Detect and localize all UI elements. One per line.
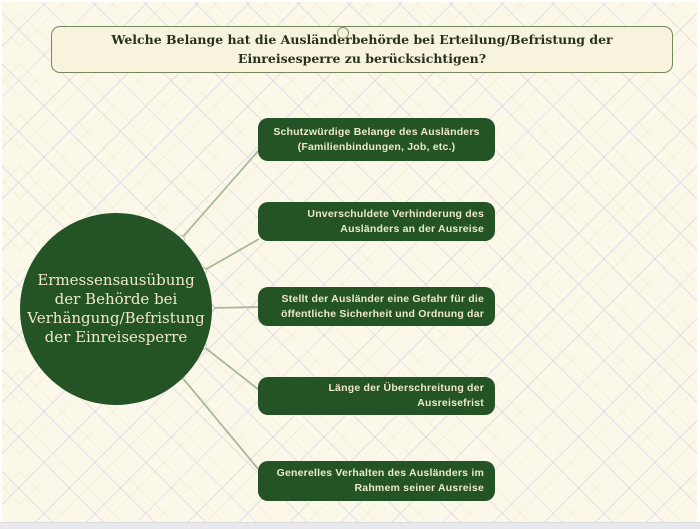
node-text-line: Generelles Verhalten des Ausländers im	[276, 467, 484, 480]
node-text-line: öffentliche Sicherheit und Ordnung dar	[280, 307, 484, 320]
node-text-line: Ausländers an der Ausreise	[340, 222, 484, 235]
diagram-node-gefahr-sicherheit-ordnung[interactable]: Stellt der Ausländer eine Gefahr für die…	[258, 287, 495, 326]
window-bottom-edge	[0, 522, 700, 529]
node-text-line: Unverschuldete Verhinderung des	[307, 207, 484, 220]
center-node-text-line: der Einreisesperre	[44, 327, 188, 346]
diagram-center-node-ermessensausuebung[interactable]: Ermessensausübung der Behörde bei Verhän…	[20, 213, 212, 405]
center-node-text-line: Ermessensausübung	[37, 271, 195, 290]
node-text-line: Ausreisefrist	[417, 397, 484, 409]
question-banner[interactable]: Welche Belange hat die Ausländerbehörde …	[51, 26, 673, 73]
whiteboard-canvas	[2, 2, 697, 523]
center-node-text-line: Verhängung/Befristung	[27, 309, 205, 327]
diagram-node-generelles-verhalten[interactable]: Generelles Verhalten des Ausländers im R…	[258, 461, 495, 501]
node-text-line: Länge der Überschreitung der	[328, 382, 484, 395]
node-text-line: Schutzwürdige Belange des Ausländers	[273, 125, 480, 138]
center-node-text-line: der Behörde bei	[54, 290, 178, 309]
node-text-line: (Familienbindungen, Job, etc.)	[297, 140, 456, 153]
node-text-line: Stellt der Ausländer eine Gefahr für die	[281, 292, 484, 305]
diagram-node-laenge-ueberschreitung[interactable]: Länge der Überschreitung der Ausreisefri…	[258, 377, 495, 415]
diagram-node-unverschuldete-verhinderung[interactable]: Unverschuldete Verhinderung des Auslände…	[258, 202, 495, 241]
node-text-line: Rahmem seiner Ausreise	[354, 482, 484, 494]
diagram-node-schutzwuerdige-belange[interactable]: Schutzwürdige Belange des Ausländers (Fa…	[258, 118, 495, 161]
question-banner-text: Welche Belange hat die Ausländerbehörde …	[111, 31, 613, 66]
collaborator-cursor-icon	[337, 27, 349, 39]
